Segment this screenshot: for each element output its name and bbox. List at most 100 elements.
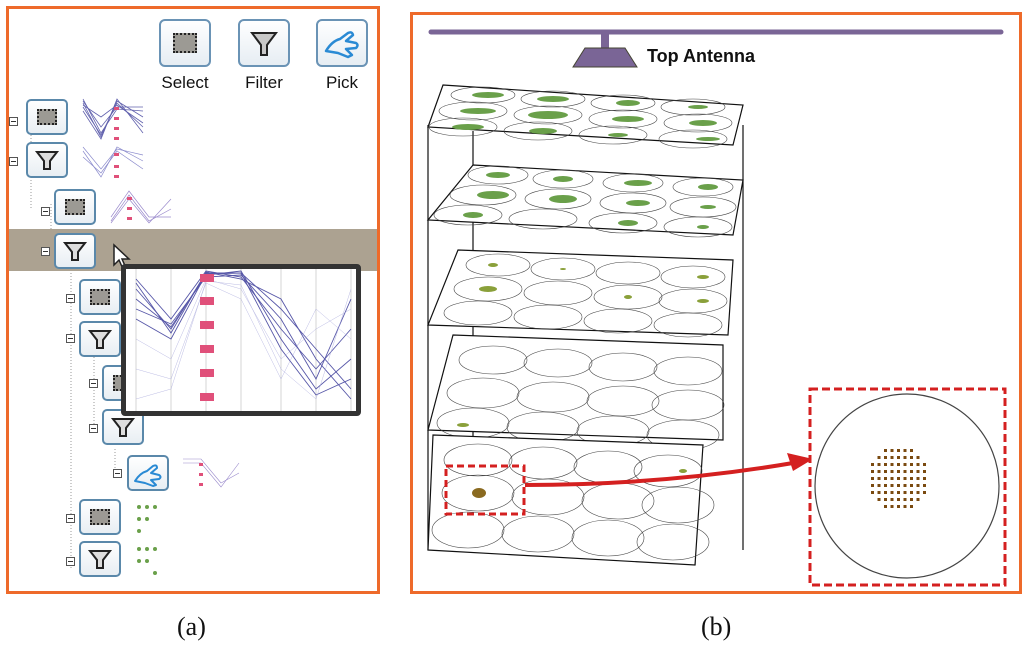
parallel-coordinates-preview-tooltip	[121, 264, 361, 416]
element-dot	[890, 456, 894, 459]
select-node-button[interactable]	[79, 499, 121, 535]
pick-tool-label: Pick	[325, 73, 359, 92]
element-dot	[910, 491, 913, 494]
element-dot	[910, 449, 913, 452]
element-dot	[903, 449, 907, 452]
element-dot	[897, 470, 900, 473]
antenna-label: Top Antenna	[647, 46, 755, 66]
element-dot	[897, 456, 900, 459]
zoom-arrow	[524, 461, 794, 487]
element-dot	[884, 498, 887, 501]
filter-tool-button[interactable]	[238, 19, 290, 67]
element-dot	[923, 470, 926, 473]
select-tool-button[interactable]	[159, 19, 211, 67]
element-dot	[884, 449, 887, 452]
select-icon	[90, 289, 110, 305]
filter-node-button[interactable]	[26, 142, 68, 178]
collapse-toggle[interactable]	[113, 469, 122, 478]
select-node-button[interactable]	[26, 99, 68, 135]
pick-tool-button[interactable]	[316, 19, 368, 67]
collapse-toggle[interactable]	[66, 294, 75, 303]
element-dot	[884, 456, 887, 459]
element-dot	[897, 498, 900, 501]
element-dot	[890, 491, 894, 494]
antenna-thumbnail	[137, 547, 157, 575]
parallel-coordinates-plot	[135, 269, 352, 411]
filter-node-button[interactable]	[79, 321, 121, 357]
collapse-toggle[interactable]	[41, 207, 50, 216]
select-node-button[interactable]	[54, 189, 96, 225]
antenna-rack-scene	[426, 29, 1007, 587]
element-dot	[890, 477, 894, 480]
caption-b: (b)	[701, 612, 732, 641]
element-dot	[884, 484, 887, 487]
select-icon	[173, 33, 197, 53]
filter-icon	[250, 32, 278, 56]
select-node-button[interactable]	[79, 279, 121, 315]
element-dot	[890, 498, 894, 501]
element-dot	[916, 456, 920, 459]
filter-node-button[interactable]	[79, 541, 121, 577]
element-dot	[877, 456, 881, 459]
pick-hand-icon	[324, 31, 359, 59]
element-dot	[910, 498, 913, 501]
collapse-toggle[interactable]	[66, 514, 75, 523]
shelf-1	[427, 84, 744, 149]
caption-a: (a)	[177, 612, 206, 641]
element-dot	[890, 470, 894, 473]
element-dot	[923, 477, 926, 480]
element-dot	[910, 505, 913, 508]
element-dot	[923, 491, 926, 494]
collapse-toggle[interactable]	[41, 247, 50, 256]
filter-icon	[110, 418, 136, 437]
pick-node-button[interactable]	[127, 455, 169, 491]
select-tool-label: Select	[161, 73, 209, 92]
element-dot	[897, 449, 900, 452]
element-dot	[877, 477, 881, 480]
element-dot	[897, 484, 900, 487]
zoomed-plate	[814, 393, 1000, 579]
element-dot	[916, 484, 920, 487]
element-dot	[910, 456, 913, 459]
arrow-head-icon	[787, 453, 813, 471]
element-dot	[903, 498, 907, 501]
element-dot	[903, 470, 907, 473]
element-dot	[916, 463, 920, 466]
collapse-toggle[interactable]	[66, 557, 75, 566]
select-icon	[90, 509, 110, 525]
filter-icon	[87, 330, 113, 349]
element-dot	[871, 463, 874, 466]
element-dot	[877, 484, 881, 487]
element-dot	[903, 491, 907, 494]
element-dot	[877, 491, 881, 494]
element-dot	[890, 484, 894, 487]
element-dot	[877, 463, 881, 466]
filter-tool-label: Filter	[245, 73, 283, 92]
pick-hand-icon	[134, 464, 162, 487]
collapse-toggle[interactable]	[9, 157, 18, 166]
element-dot	[884, 505, 887, 508]
collapse-toggle[interactable]	[66, 334, 75, 343]
element-dot	[877, 470, 881, 473]
collapse-toggle[interactable]	[89, 424, 98, 433]
element-dot	[897, 477, 900, 480]
element-dot	[884, 463, 887, 466]
element-dot	[910, 470, 913, 473]
element-dot	[923, 463, 926, 466]
filter-node-button-selected[interactable]	[54, 233, 96, 269]
collapse-toggle[interactable]	[89, 379, 98, 388]
element-dot	[910, 477, 913, 480]
element-dot	[871, 484, 874, 487]
collapse-toggle[interactable]	[9, 117, 18, 126]
element-dot	[916, 470, 920, 473]
element-dot	[871, 491, 874, 494]
element-dot	[884, 491, 887, 494]
element-dot	[903, 477, 907, 480]
element-dot	[897, 463, 900, 466]
element-dot	[897, 491, 900, 494]
element-dot-grid	[871, 449, 926, 508]
element-dot	[884, 477, 887, 480]
filter-icon	[62, 242, 88, 261]
antenna-thumbnail	[137, 505, 157, 533]
shelf-5	[427, 434, 715, 566]
